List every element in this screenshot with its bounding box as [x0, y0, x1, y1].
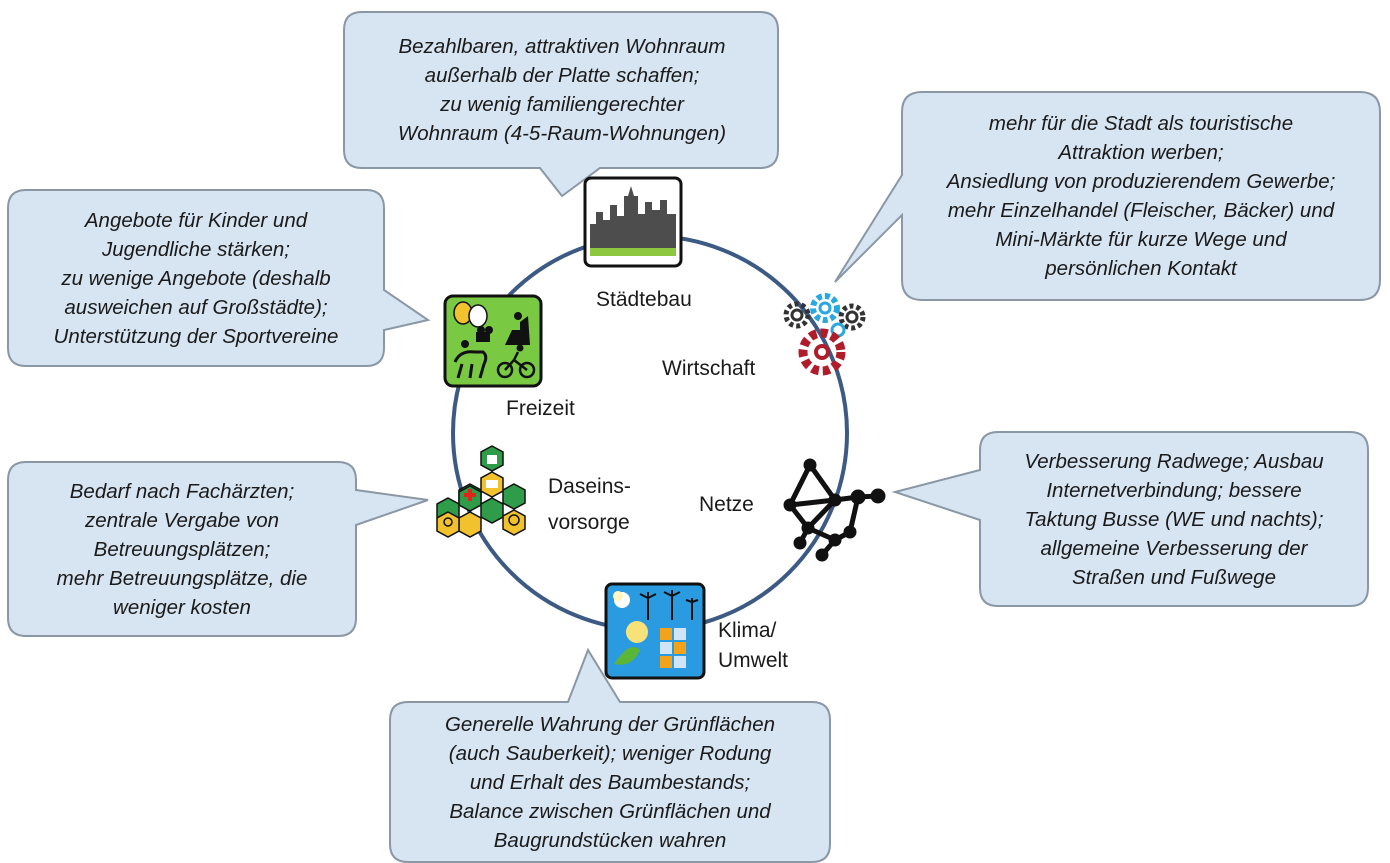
bubble-line: Bedarf nach Fachärzten;	[69, 479, 295, 503]
topic-label-daseinsvorsorge: Daseins- vorsorge	[548, 473, 631, 537]
topic-label-line: vorsorge	[548, 511, 630, 534]
bubble-line: Betreuungsplätzen;	[93, 537, 271, 561]
city-skyline-icon	[583, 176, 683, 268]
bubble-line: Attraktion werben;	[1058, 141, 1224, 164]
bubble-line: Wohnraum (4-5-Raum-Wohnungen)	[397, 122, 727, 145]
bubble-line: außerhalb der Platte schaffen;	[424, 64, 700, 87]
bubble-line: mehr Betreuungsplätze, die	[56, 566, 308, 590]
bubble-text-freizeit: Angebote für Kinder und Jugendliche stär…	[10, 194, 382, 362]
bubble-text-staedtebau: Bezahlbaren, attraktiven Wohnraum außerh…	[348, 16, 776, 164]
bubble-freizeit	[7, 189, 431, 367]
bubble-staedtebau	[343, 11, 779, 198]
bubble-line: weniger kosten	[113, 595, 251, 619]
topic-label-freizeit: Freizeit	[506, 397, 575, 420]
bubble-line: Internetverbindung; bessere	[1046, 478, 1302, 502]
bubble-line: zu wenig familiengerechter	[440, 93, 684, 116]
bubble-wirtschaft	[834, 91, 1381, 301]
bubble-line: Balance zwischen Grünflächen und	[449, 799, 771, 823]
bubble-line: Straßen und Fußwege	[1072, 565, 1276, 589]
gears-icon	[783, 293, 866, 376]
public-services-icon	[436, 445, 526, 538]
bubble-line: Mini-Märkte für kurze Wege und	[995, 228, 1287, 251]
leisure-icon	[443, 294, 543, 388]
bubble-line: und Erhalt des Baumbestands;	[469, 770, 751, 794]
bubble-line: Generelle Wahrung der Grünflächen	[444, 712, 776, 736]
topic-label-wirtschaft: Wirtschaft	[662, 357, 756, 380]
bubble-text-wirtschaft: mehr für die Stadt als touristische Attr…	[904, 96, 1378, 296]
network-icon	[783, 458, 886, 562]
bubble-text-netze: Verbesserung Radwege; Ausbau Internetver…	[982, 436, 1366, 602]
bubble-line: (auch Sauberkeit); weniger Rodung	[448, 741, 772, 765]
bubble-klima	[389, 647, 831, 863]
bubble-netze	[891, 431, 1369, 607]
topic-label-staedtebau: Städtebau	[596, 288, 692, 311]
bubble-line: zu wenige Angebote (deshalb	[61, 266, 331, 290]
bubble-line: Taktung Busse (WE und nachts);	[1024, 507, 1324, 531]
topic-label-line: Klima/	[718, 619, 777, 642]
bubble-text-klima: Generelle Wahrung der Grünflächen (auch …	[392, 706, 828, 858]
bubble-line: Angebote für Kinder und	[84, 208, 308, 232]
bubble-line: persönlichen Kontakt	[1045, 257, 1237, 280]
bubble-line: ausweichen auf Großstädte);	[64, 295, 328, 319]
topic-label-line: Umwelt	[718, 649, 789, 672]
bubble-line: Jugendliche stärken;	[101, 237, 291, 261]
bubble-line: Baugrundstücken wahren	[493, 828, 727, 852]
bubble-daseinsvorsorge	[7, 461, 429, 637]
bubble-line: allgemeine Verbesserung der	[1040, 536, 1308, 560]
bubble-line: Ansiedlung von produzierendem Gewerbe;	[946, 170, 1336, 193]
topic-label-netze: Netze	[699, 493, 754, 516]
bubble-line: mehr für die Stadt als touristische	[988, 112, 1294, 135]
bubble-line: zentrale Vergabe von	[84, 508, 280, 532]
climate-environment-icon	[604, 582, 706, 680]
topic-label-klima: Klima/ Umwelt	[718, 617, 788, 675]
bubble-line: mehr Einzelhandel (Fleischer, Bäcker) un…	[947, 199, 1335, 222]
bubble-line: Unterstützung der Sportvereine	[53, 324, 339, 348]
bubble-text-daseinsvorsorge: Bedarf nach Fachärzten; zentrale Vergabe…	[10, 466, 354, 632]
bubble-line: Bezahlbaren, attraktiven Wohnraum	[398, 35, 726, 58]
bubble-line: Verbesserung Radwege; Ausbau	[1024, 449, 1324, 473]
topic-label-line: Daseins-	[548, 475, 631, 498]
